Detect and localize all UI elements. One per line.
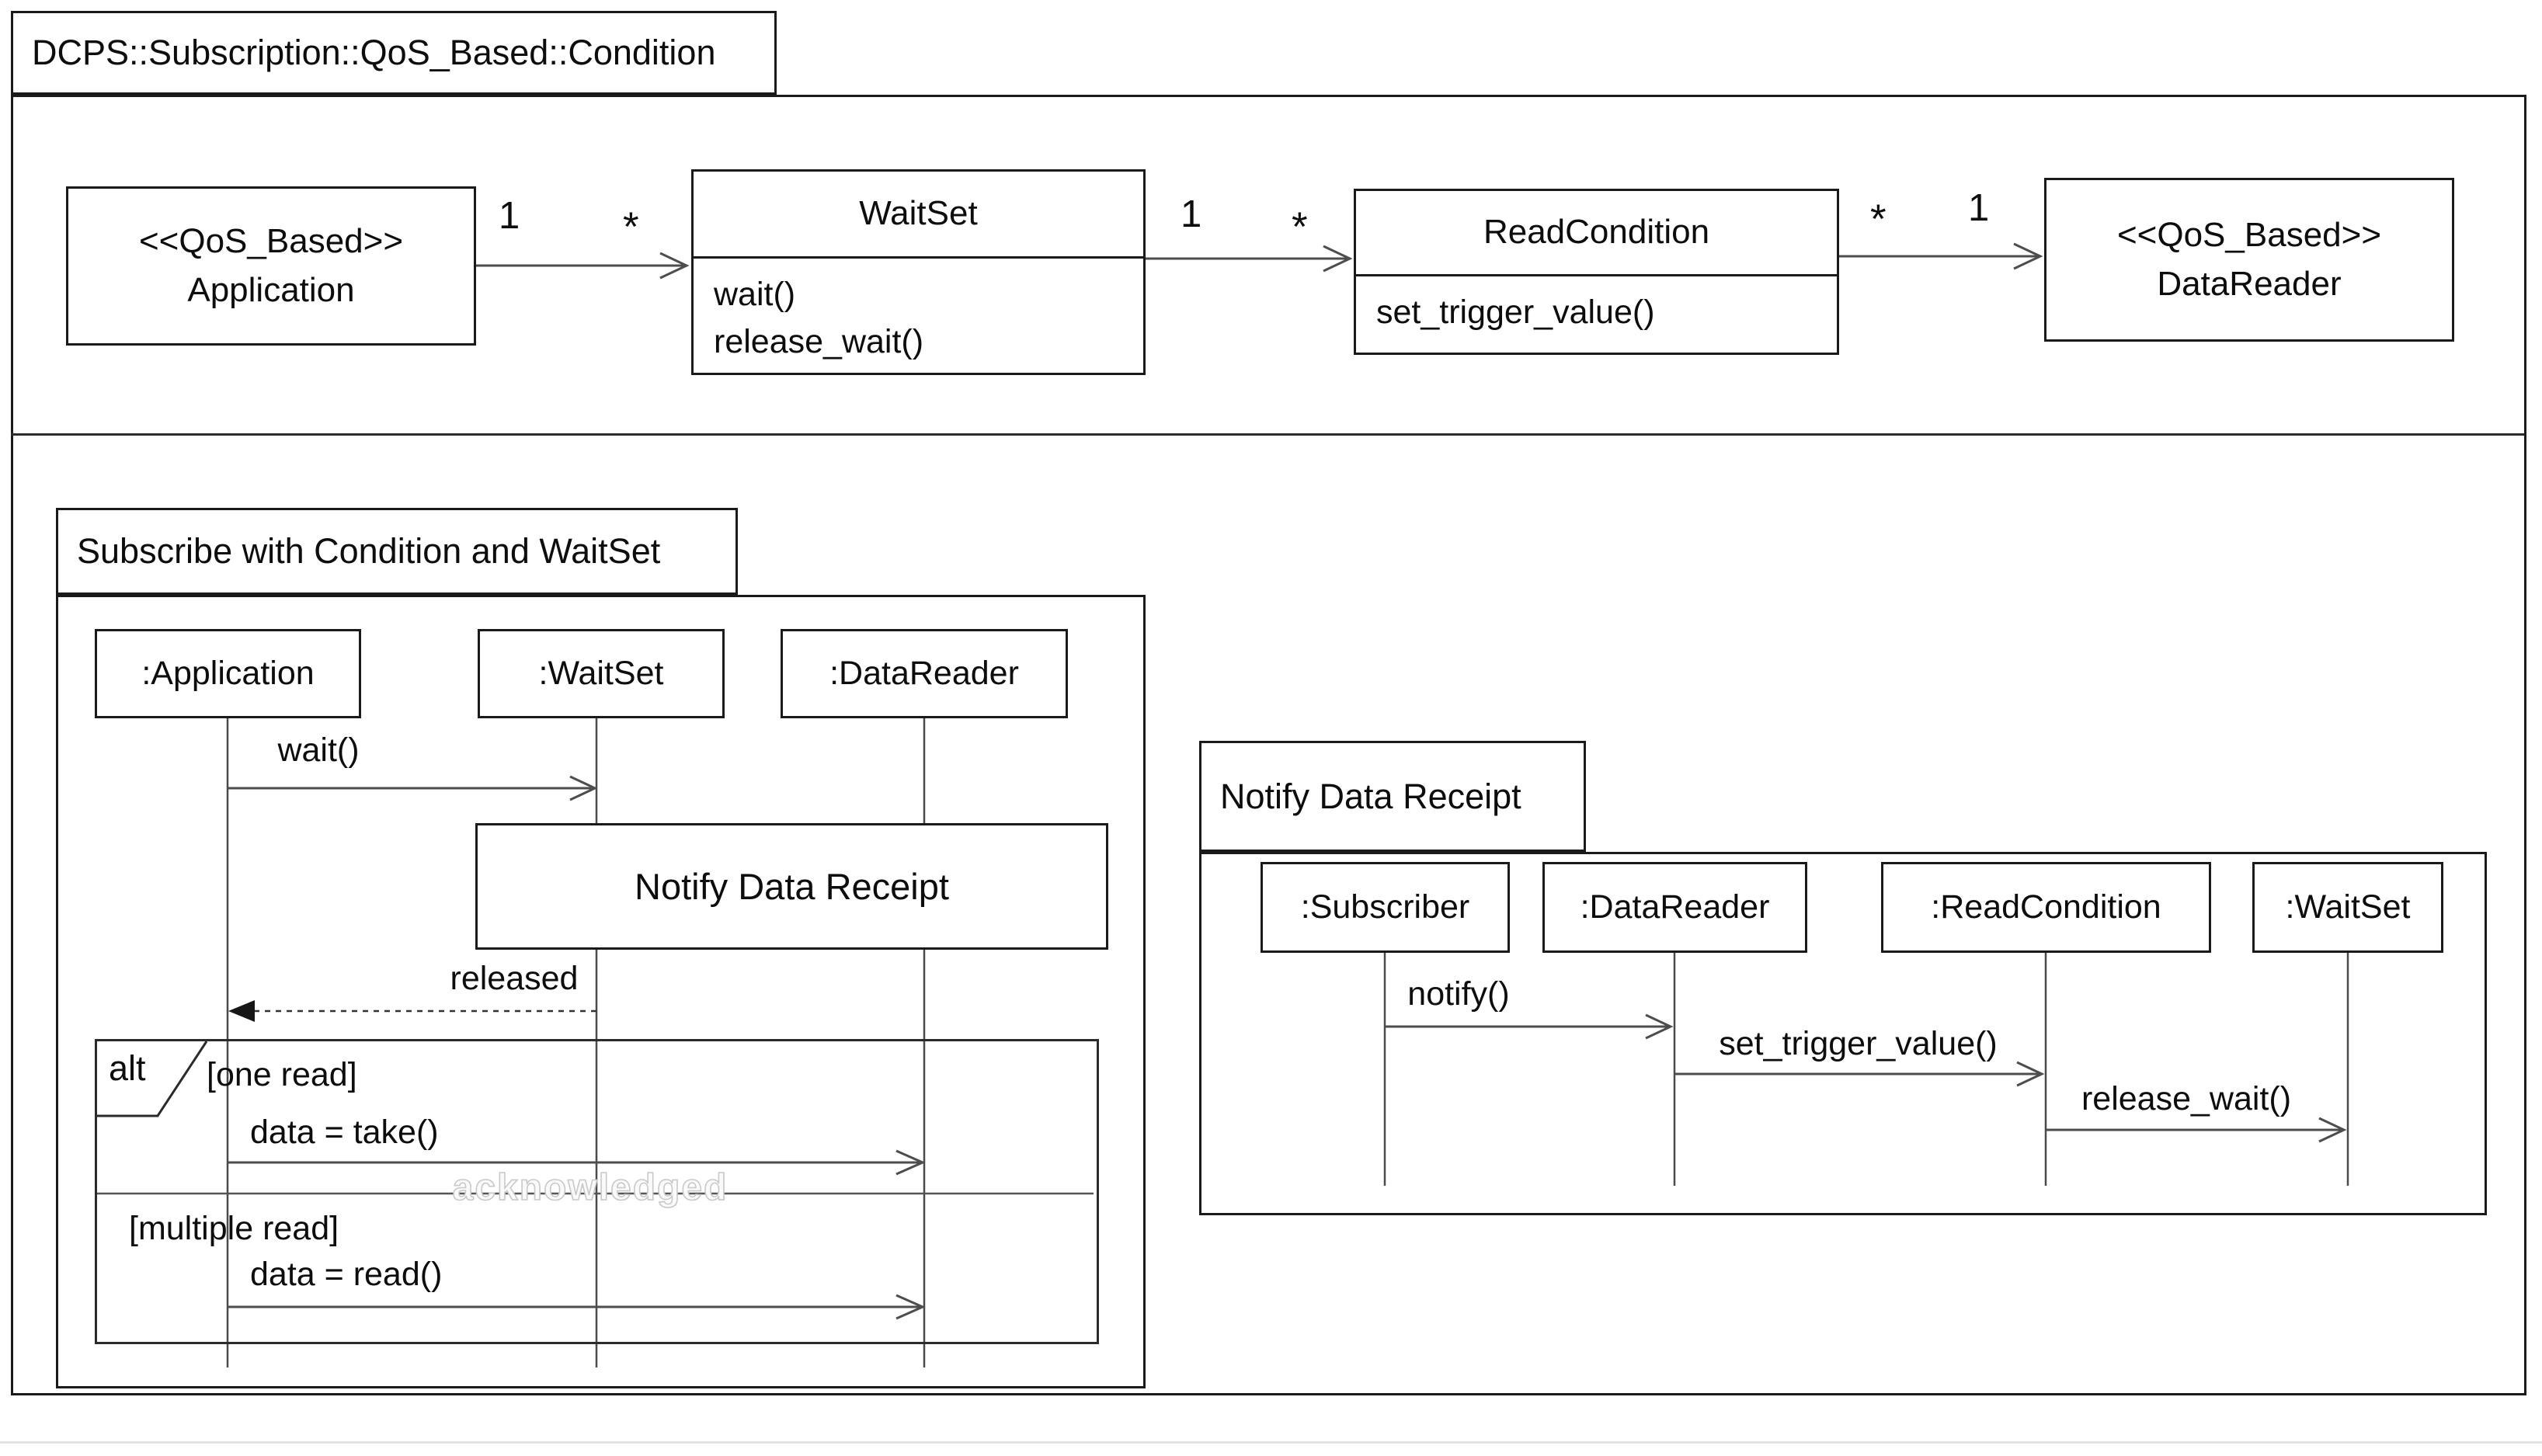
lifeline-head-subscriber: :Subscriber <box>1261 862 1510 953</box>
lifeline-subscriber-label: :Subscriber <box>1300 888 1470 926</box>
association-readcondition-datareader <box>1839 242 2043 270</box>
guard-multiple-read-label: [multiple read] <box>129 1210 339 1247</box>
wait-message-arrow <box>228 775 598 801</box>
class-waitset-operations: wait() release_wait() <box>694 256 1143 373</box>
notify-sequence-frame <box>1199 852 2487 1215</box>
multiplicity-readcondition-datareader-target: 1 <box>1968 187 1990 229</box>
notify-sequence-title-box: Notify Data Receipt <box>1199 741 1586 852</box>
section-divider <box>11 433 2524 436</box>
alt-fragment <box>95 1039 1099 1344</box>
class-application-header: <<QoS_Based>> Application <box>68 217 474 314</box>
lifeline-datareader-2-label: :DataReader <box>1580 888 1770 926</box>
class-datareader: <<QoS_Based>> DataReader <box>2044 178 2454 342</box>
alt-operator-label: alt <box>109 1048 146 1088</box>
watermark-text: acknowledged <box>452 1166 729 1209</box>
subscribe-sequence-frame <box>56 595 1146 1388</box>
class-readcondition-name: ReadCondition <box>1483 213 1710 252</box>
class-waitset-header: WaitSet <box>694 172 1143 256</box>
class-application-name: Application <box>187 270 355 309</box>
class-waitset: WaitSet wait() release_wait() <box>691 169 1146 375</box>
lifeline-head-waitset-2: :WaitSet <box>2252 862 2443 953</box>
subscribe-sequence-title: Subscribe with Condition and WaitSet <box>77 531 661 571</box>
multiplicity-waitset-readcondition-source: 1 <box>1181 193 1202 235</box>
class-readcondition-header: ReadCondition <box>1356 191 1837 274</box>
class-datareader-stereotype: <<QoS_Based>> <box>2116 216 2382 255</box>
package-frame <box>11 95 2526 1395</box>
notify-message-arrow <box>1385 1013 1674 1040</box>
read-message-arrow <box>228 1294 926 1320</box>
class-readcondition: ReadCondition set_trigger_value() <box>1354 189 1839 355</box>
class-datareader-header: <<QoS_Based>> DataReader <box>2046 211 2452 308</box>
lifeline-waitset-2-label: :WaitSet <box>2285 888 2411 926</box>
multiplicity-app-waitset-source: 1 <box>499 195 520 237</box>
association-application-waitset <box>476 252 690 280</box>
package-title: DCPS::Subscription::QoS_Based::Condition <box>32 33 716 72</box>
take-message-label: data = take() <box>250 1114 439 1151</box>
read-message-label: data = read() <box>250 1256 443 1293</box>
ref-notify-data-receipt: Notify Data Receipt <box>475 823 1108 950</box>
notify-lifeline-lines <box>1383 953 2349 1186</box>
guard-one-read-label: [one read] <box>207 1056 357 1093</box>
multiplicity-waitset-readcondition-target: * <box>1292 204 1308 250</box>
subscribe-sequence-title-box: Subscribe with Condition and WaitSet <box>56 508 738 595</box>
lifeline-head-waitset: :WaitSet <box>478 629 725 718</box>
release-wait-message-arrow <box>2046 1117 2347 1143</box>
release-wait-message-label: release_wait() <box>2081 1080 2292 1117</box>
lifeline-readcondition-label: :ReadCondition <box>1931 888 2161 926</box>
association-waitset-readcondition <box>1146 245 1353 273</box>
operation-release-wait: release_wait() <box>714 323 924 361</box>
operation-set-trigger-value: set_trigger_value() <box>1376 294 1655 331</box>
class-datareader-name: DataReader <box>2157 264 2342 303</box>
class-readcondition-operations: set_trigger_value() <box>1356 274 1837 353</box>
ref-notify-data-receipt-label: Notify Data Receipt <box>635 866 949 907</box>
lifeline-waitset-label: :WaitSet <box>538 655 664 692</box>
class-application-stereotype: <<QoS_Based>> <box>138 222 404 261</box>
set-trigger-value-message-label: set_trigger_value() <box>1719 1025 1998 1062</box>
notify-message-label: notify() <box>1407 975 1510 1013</box>
lifeline-application-label: :Application <box>141 655 315 692</box>
released-message-arrow <box>228 1000 596 1022</box>
wait-message-label: wait() <box>277 731 360 769</box>
lifeline-datareader-label: :DataReader <box>829 655 1019 692</box>
class-waitset-name: WaitSet <box>859 194 978 233</box>
notify-sequence-title: Notify Data Receipt <box>1220 776 1521 816</box>
set-trigger-value-message-arrow <box>1674 1061 2045 1087</box>
lifeline-head-application: :Application <box>95 629 361 718</box>
take-message-arrow <box>228 1149 926 1176</box>
lifeline-head-datareader-2: :DataReader <box>1542 862 1807 953</box>
multiplicity-app-waitset-target: * <box>623 204 639 250</box>
lifeline-head-datareader: :DataReader <box>781 629 1068 718</box>
package-title-box: DCPS::Subscription::QoS_Based::Condition <box>11 11 777 95</box>
operation-wait: wait() <box>714 276 796 313</box>
image-bottom-edge <box>0 1441 2542 1444</box>
multiplicity-readcondition-datareader-source: * <box>1870 196 1887 242</box>
lifeline-head-readcondition: :ReadCondition <box>1881 862 2211 953</box>
released-message-label: released <box>450 960 579 997</box>
alt-operator-pentagon <box>96 1041 208 1117</box>
class-application: <<QoS_Based>> Application <box>66 186 476 346</box>
